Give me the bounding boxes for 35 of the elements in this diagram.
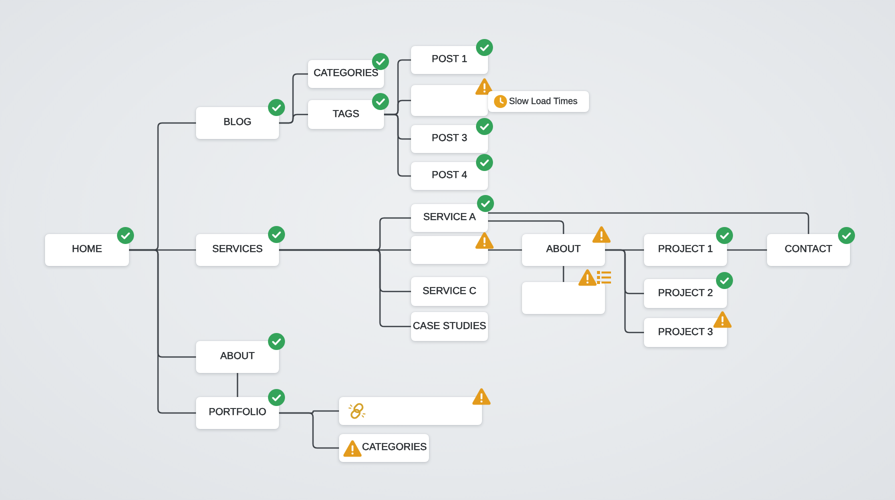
connector-line xyxy=(562,266,564,282)
page-label: SERVICE A xyxy=(423,212,476,224)
connector-line xyxy=(236,373,238,397)
tag-text: Slow Load Times xyxy=(509,96,578,107)
page-label: ABOUT xyxy=(220,351,255,363)
page-box xyxy=(411,277,488,306)
page-label: POST 3 xyxy=(432,133,468,145)
connector-line xyxy=(488,212,810,234)
connector-line xyxy=(129,249,196,414)
page-label: CATEGORIES xyxy=(362,442,427,454)
status-tag xyxy=(488,91,589,112)
page-label: CONTACT xyxy=(784,244,832,256)
page-label: POST 1 xyxy=(432,54,468,66)
page-label: PORTFOLIO xyxy=(208,407,266,419)
page-box xyxy=(411,312,488,341)
page-label: PROJECT 2 xyxy=(658,288,713,300)
page-box xyxy=(339,434,429,462)
connector-line xyxy=(727,249,767,251)
page-label: PROJECT 1 xyxy=(658,244,713,256)
page-label: TAGS xyxy=(332,108,360,120)
page-label: SERVICE C xyxy=(422,286,476,298)
connector-line xyxy=(279,412,339,449)
page-label: PROJECT 3 xyxy=(658,326,713,338)
page-label: CATEGORIES xyxy=(314,68,378,80)
page-label: SERVICES xyxy=(212,244,263,256)
connector-line xyxy=(488,249,522,251)
page-label: HOME xyxy=(72,244,102,256)
page-label: BLOG xyxy=(224,117,252,129)
connector-line xyxy=(488,220,564,234)
page-label: POST 4 xyxy=(432,170,468,182)
connector-line xyxy=(279,249,411,328)
connector-line xyxy=(605,249,644,334)
page-label: ABOUT xyxy=(546,244,581,256)
connector-line xyxy=(279,114,308,124)
page-label: CASE STUDIES xyxy=(412,320,486,332)
